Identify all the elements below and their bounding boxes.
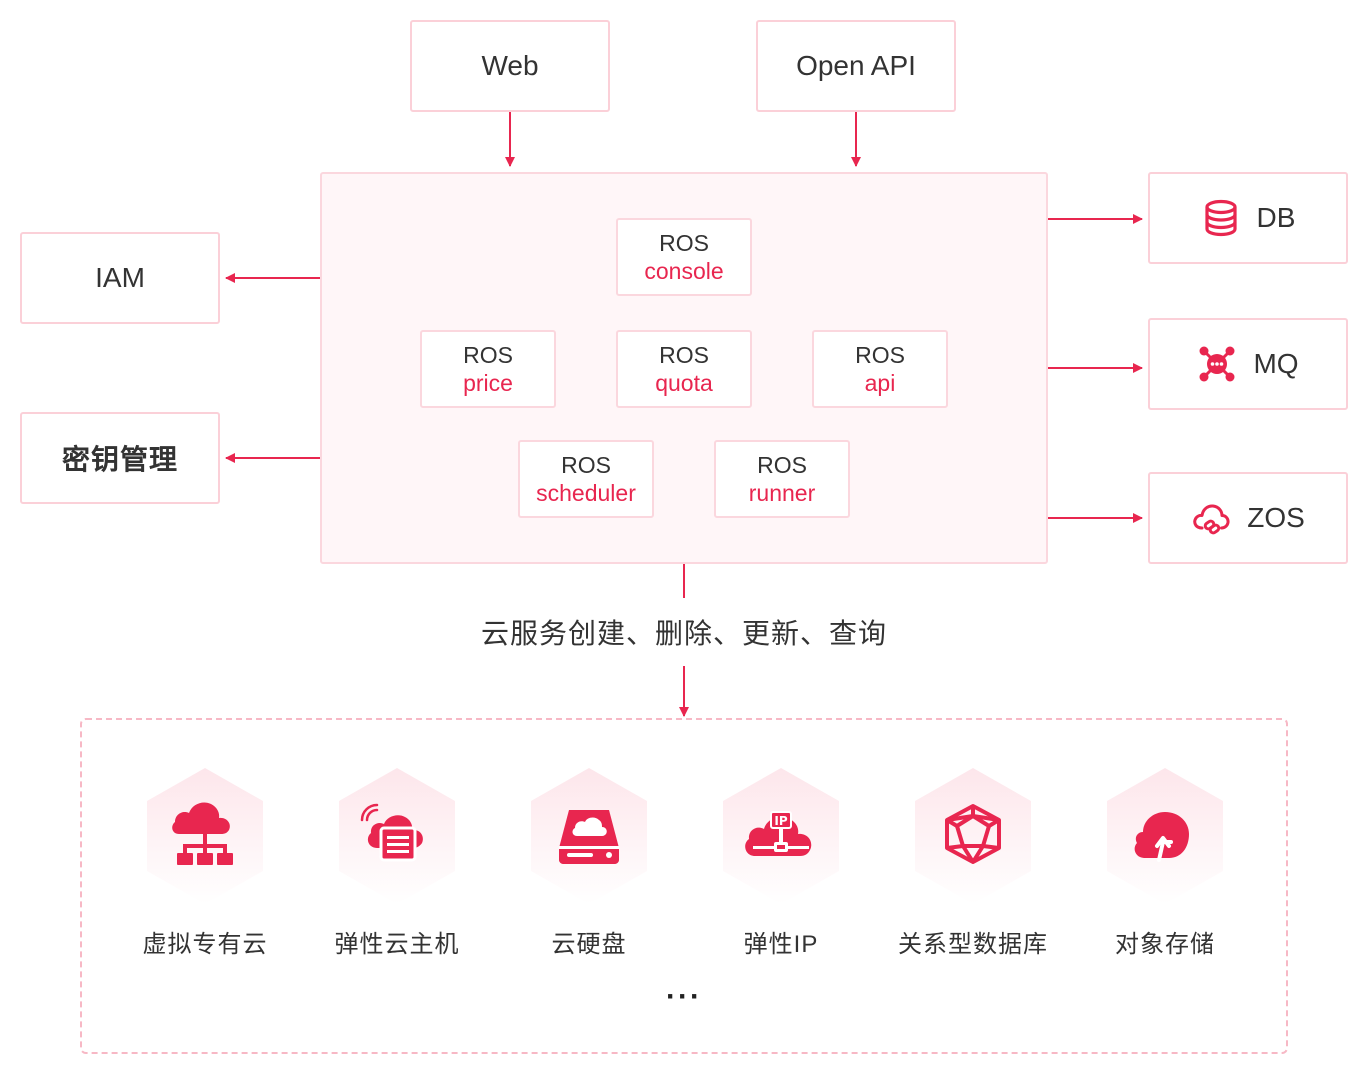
module-subtitle: quota (655, 370, 713, 396)
db-box: DB (1148, 172, 1348, 264)
svg-text:IP: IP (774, 814, 787, 828)
service-label: 云硬盘 (551, 931, 627, 958)
ros-core-panel: ROS console ROS price ROS quota ROS api … (320, 172, 1048, 564)
relational-db-icon (915, 768, 1031, 904)
iam-box: IAM (20, 232, 220, 324)
operations-label: 云服务创建、删除、更新、查询 (480, 618, 887, 649)
service-elastic-ip: IP 弹性IP (685, 766, 877, 959)
cloud-disk-icon (531, 768, 647, 904)
elastic-ip-icon: IP (723, 768, 839, 904)
module-title: ROS (855, 342, 905, 368)
kms-box: 密钥管理 (20, 412, 220, 504)
object-storage-icon (1107, 768, 1223, 904)
service-label: 对象存储 (1115, 931, 1215, 958)
module-price: ROS price (420, 330, 556, 408)
mq-label: MQ (1253, 348, 1299, 379)
service-label: 弹性云主机 (334, 931, 460, 958)
kms-label: 密钥管理 (61, 444, 178, 475)
zos-label: ZOS (1247, 502, 1305, 533)
module-title: ROS (463, 342, 513, 368)
service-relational-db: 关系型数据库 (877, 766, 1069, 959)
web-box: Web (410, 20, 610, 112)
module-title: ROS (561, 452, 611, 478)
service-label: 弹性IP (743, 931, 819, 958)
service-object-storage: 对象存储 (1069, 766, 1261, 959)
module-title: ROS (757, 452, 807, 478)
module-console: ROS console (616, 218, 752, 296)
module-subtitle: runner (748, 480, 816, 506)
service-vpc: 虚拟专有云 (109, 766, 301, 959)
cloud-link-icon (1193, 504, 1230, 535)
service-cloud-host: 弹性云主机 (301, 766, 493, 959)
service-label: 关系型数据库 (898, 931, 1048, 958)
module-api: ROS api (812, 330, 948, 408)
more-ellipsis: ··· (666, 980, 702, 1013)
cloud-services-panel: 虚拟专有云 弹性云主机 (80, 718, 1288, 1054)
open-api-label: Open API (796, 50, 916, 81)
module-subtitle: price (463, 370, 513, 396)
module-title: ROS (659, 230, 709, 256)
message-queue-icon (1199, 346, 1235, 382)
iam-label: IAM (95, 262, 145, 293)
module-subtitle: console (644, 258, 724, 284)
mq-box: MQ (1148, 318, 1348, 410)
module-scheduler: ROS scheduler (518, 440, 654, 518)
web-label: Web (481, 50, 539, 81)
cloud-host-icon (339, 768, 455, 904)
vpc-cloud-icon (147, 768, 263, 904)
service-label: 虚拟专有云 (142, 931, 268, 958)
module-quota: ROS quota (616, 330, 752, 408)
service-cloud-disk: 云硬盘 (493, 766, 685, 959)
module-runner: ROS runner (714, 440, 850, 518)
db-label: DB (1256, 202, 1296, 233)
module-subtitle: api (864, 370, 896, 396)
module-title: ROS (659, 342, 709, 368)
database-icon (1204, 199, 1237, 237)
module-subtitle: scheduler (536, 480, 636, 506)
zos-box: ZOS (1148, 472, 1348, 564)
open-api-box: Open API (756, 20, 956, 112)
